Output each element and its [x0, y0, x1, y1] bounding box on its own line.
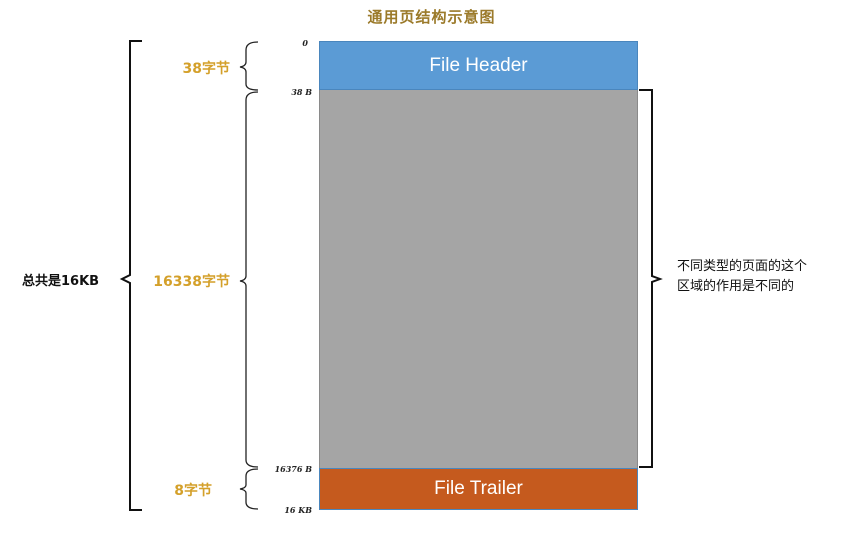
file-trailer-block: File Trailer — [319, 468, 638, 510]
body-size-label: 16338字节 — [153, 274, 230, 290]
page-body-block — [319, 90, 638, 468]
offset-label-38b: 38 B — [291, 87, 312, 97]
header-size-label: 38字节 — [182, 61, 230, 77]
file-trailer-label: File Trailer — [434, 478, 523, 499]
offset-label-16376b: 16376 B — [274, 464, 312, 474]
trailer-size-label: 8字节 — [174, 483, 212, 499]
body-note-line-2: 区域的作用是不同的 — [677, 279, 795, 294]
offset-label-0: 0 — [302, 38, 308, 48]
file-header-block: File Header — [319, 41, 638, 90]
offset-label-16kb: 16 KB — [284, 505, 312, 515]
total-size-label: 总共是16KB — [22, 274, 100, 289]
file-header-label: File Header — [429, 54, 528, 76]
diagram-title: 通用页结构示意图 — [367, 8, 496, 26]
body-note: 不同类型的页面的这个 区域的作用是不同的 — [677, 257, 807, 297]
body-note-line-1: 不同类型的页面的这个 — [677, 259, 808, 274]
